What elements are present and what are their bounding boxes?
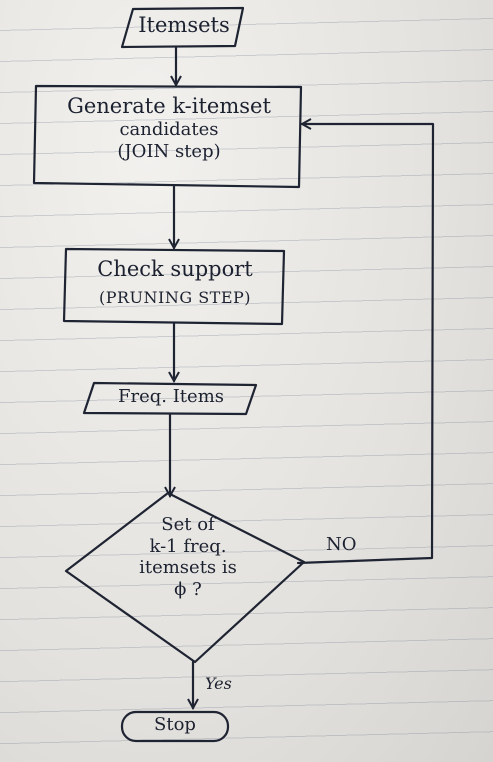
check-support-box xyxy=(62,247,286,326)
no-text: NO xyxy=(326,534,357,555)
check-label: Check support (PRUNING STEP) xyxy=(66,258,284,307)
stop-label: Stop xyxy=(122,714,228,735)
generate-line-3: (JOIN step) xyxy=(117,140,221,162)
generate-line-2: candidates xyxy=(119,119,219,141)
no-edge-label: NO xyxy=(326,534,376,555)
stop-terminal xyxy=(120,710,230,743)
decision-label: Set of k-1 freq. itemsets is ϕ ? xyxy=(98,514,278,600)
decision-line-2: k-1 freq. xyxy=(149,535,227,557)
decision-line-1: Set of xyxy=(161,514,215,535)
no-loop-line xyxy=(296,124,435,565)
freq-items-parallelogram xyxy=(82,381,258,416)
decision-line-4: ϕ ? xyxy=(174,578,202,600)
yes-text: Yes xyxy=(205,674,232,693)
generate-box xyxy=(32,84,303,189)
decision-line-3: itemsets is xyxy=(139,557,237,579)
itemsets-parallelogram xyxy=(120,6,245,49)
freq-items-label: Freq. Items xyxy=(90,386,252,407)
itemsets-label: Itemsets xyxy=(128,14,240,36)
yes-edge-label: Yes xyxy=(205,674,265,693)
check-line-2: (PRUNING STEP) xyxy=(98,288,252,308)
decision-diamond xyxy=(64,491,306,664)
itemsets-text: Itemsets xyxy=(138,13,230,37)
check-line-1: Check support xyxy=(97,257,253,281)
generate-line-1: Generate k-itemset xyxy=(67,94,271,118)
freq-items-text: Freq. Items xyxy=(117,386,224,407)
stop-text: Stop xyxy=(154,714,196,735)
generate-label: Generate k-itemset candidates (JOIN step… xyxy=(38,95,300,162)
